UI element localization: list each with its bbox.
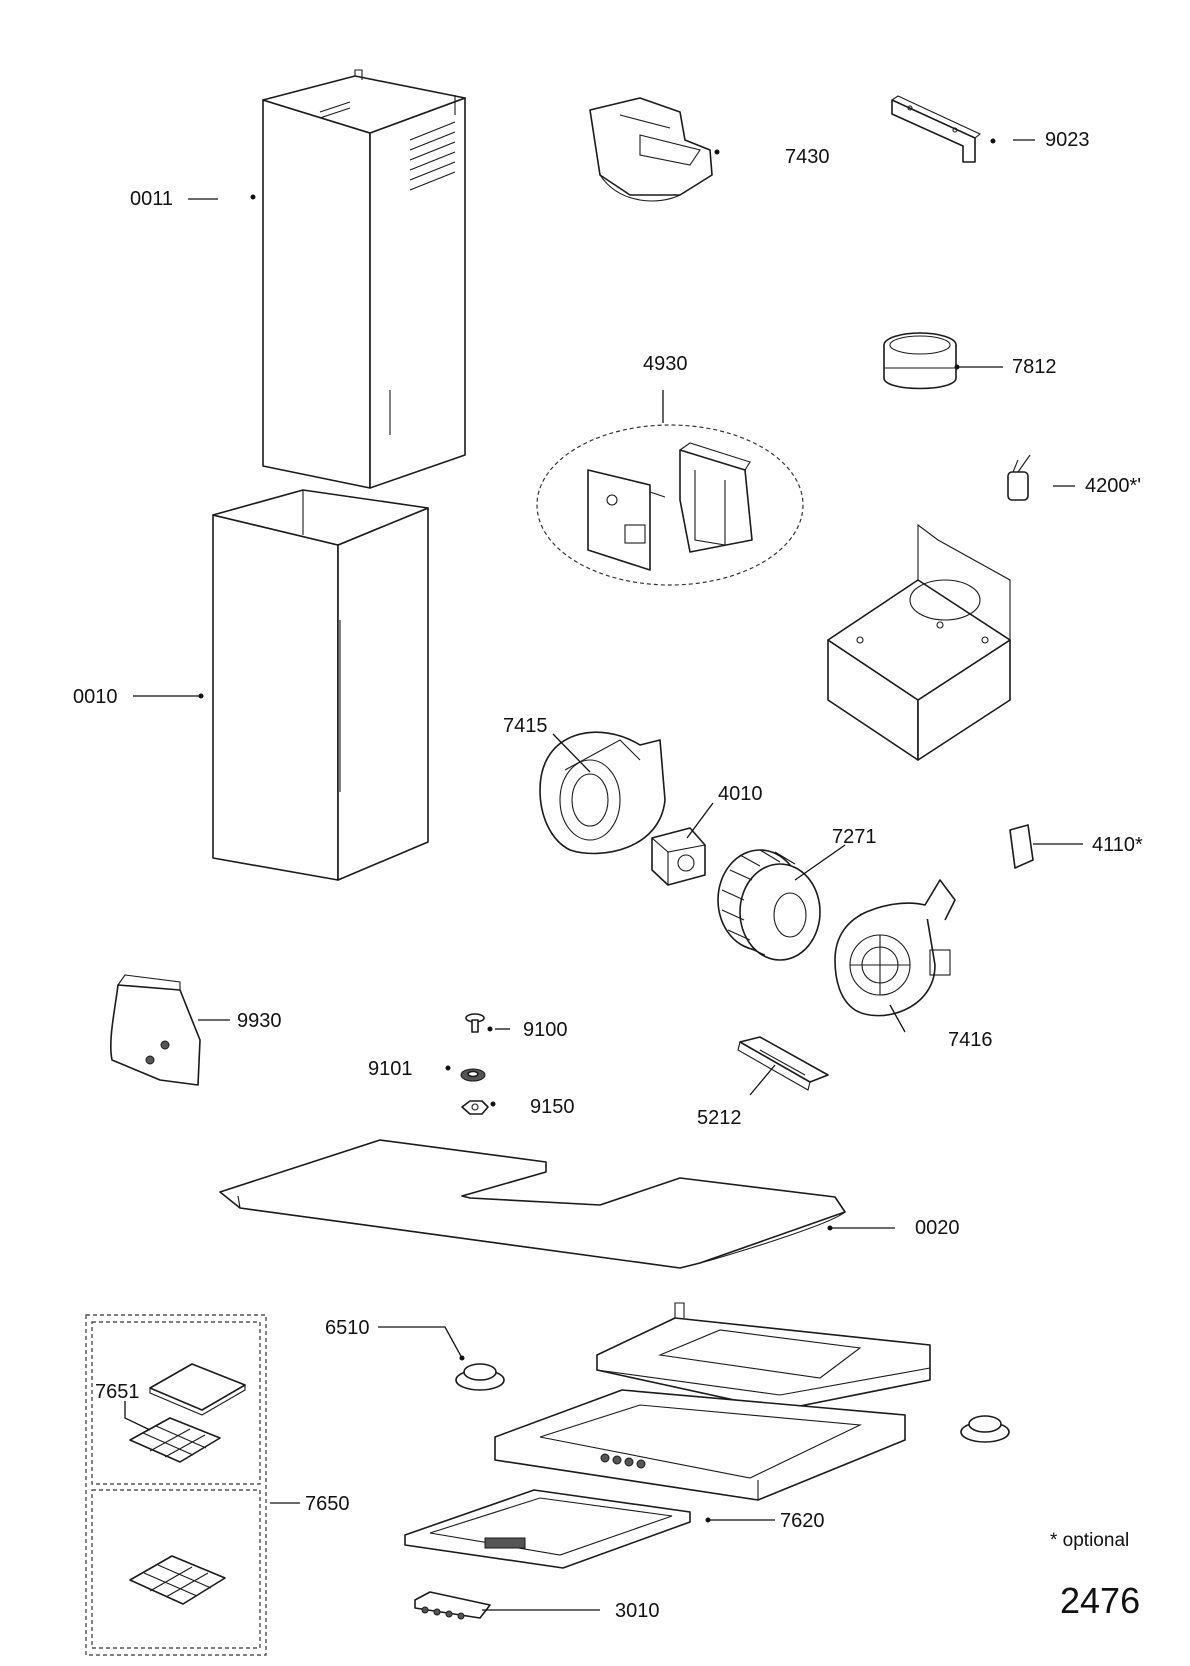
label-3010: 3010: [615, 1600, 660, 1622]
label-6510: 6510: [325, 1317, 370, 1339]
part-hood-frame-main: [494, 1389, 906, 1501]
label-7651: 7651: [95, 1381, 140, 1403]
part-knob-right: [960, 1415, 1010, 1443]
part-4010-motor: [651, 827, 706, 886]
part-4930-control-module-group: [536, 424, 804, 586]
label-0010: 0010: [73, 686, 118, 708]
part-9100-screw: [465, 1013, 485, 1033]
leader-lines: [124, 138, 1083, 1611]
label-4110: 4110*: [1092, 834, 1143, 856]
label-0011: 0011: [130, 188, 173, 210]
part-3010-switch-unit: [414, 1591, 491, 1620]
label-7650: 7650: [305, 1493, 350, 1515]
part-motor-housing: [827, 523, 1011, 761]
label-9101: 9101: [368, 1058, 413, 1080]
label-9930: 9930: [237, 1010, 282, 1032]
part-9023-bracket: [891, 95, 982, 163]
label-7812: 7812: [1012, 356, 1057, 378]
label-7415: 7415: [503, 715, 548, 737]
label-7271: 7271: [832, 826, 877, 848]
label-4010: 4010: [718, 783, 763, 805]
part-number-labels: 0011 7430 9023 4930 7812 4200*' 0010 741…: [73, 129, 1143, 1622]
part-4200-capacitor: [1007, 454, 1031, 501]
part-7812-duct-collar: [883, 332, 957, 390]
part-9101-washer: [460, 1068, 486, 1082]
label-9150: 9150: [530, 1096, 575, 1118]
part-9930-accessory-bag: [109, 974, 201, 1086]
part-7620-grease-filter: [404, 1489, 691, 1569]
part-0020-glass-panel: [219, 1139, 846, 1269]
label-5212: 5212: [697, 1107, 742, 1129]
part-7430-connector: [589, 97, 713, 202]
label-7430: 7430: [785, 146, 830, 168]
label-0020: 0020: [915, 1217, 960, 1239]
part-7416-fan-housing: [834, 879, 956, 1017]
part-7271-impeller: [717, 849, 821, 961]
diagram-number: 2476: [1060, 1580, 1141, 1621]
part-5212-lamp: [737, 1036, 829, 1091]
part-hood-frame-upper: [596, 1302, 931, 1411]
label-9023: 9023: [1045, 129, 1090, 151]
part-7650-carbon-filter-kit: [85, 1314, 267, 1656]
label-7416: 7416: [948, 1029, 993, 1051]
label-4930: 4930: [643, 353, 688, 375]
label-4200: 4200*': [1085, 475, 1141, 497]
part-7415-fan-housing: [539, 731, 666, 855]
part-0011-upper-chimney: [262, 69, 466, 489]
optional-note: * optional: [1050, 1530, 1130, 1551]
part-4110-module: [1009, 824, 1034, 869]
label-7620: 7620: [780, 1510, 825, 1532]
part-6510-knob: [455, 1363, 505, 1391]
part-0010-lower-chimney: [212, 489, 429, 881]
label-9100: 9100: [523, 1019, 568, 1041]
part-9150-nut: [461, 1100, 489, 1115]
